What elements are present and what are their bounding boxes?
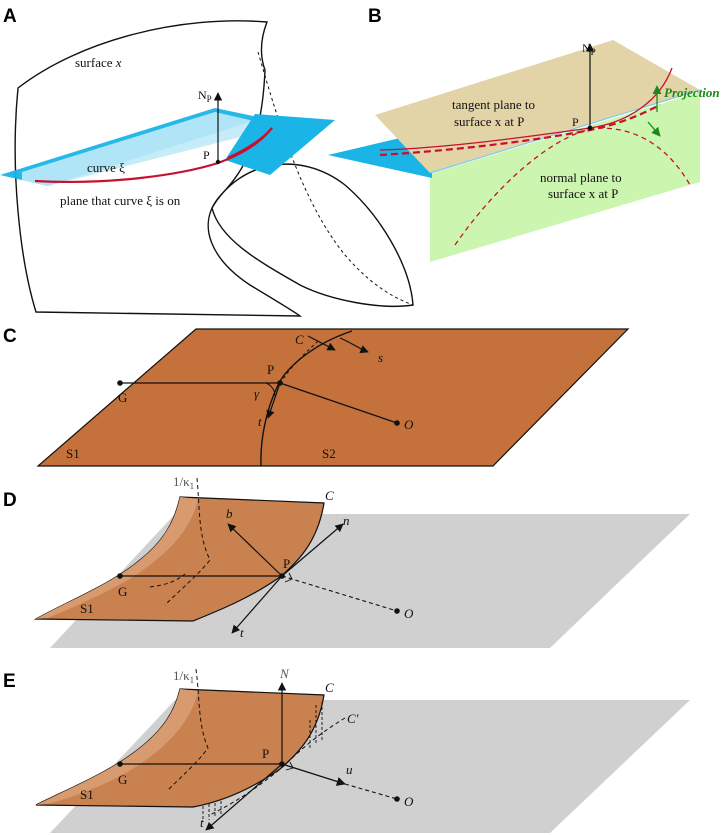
point-p-d — [279, 573, 285, 579]
right-angle-e — [285, 761, 294, 771]
tangent-plane-label-1: tangent plane to — [452, 97, 535, 112]
point-p-c — [277, 380, 283, 386]
panel-e: E 1/κ1 N C C′ P G — [3, 666, 690, 833]
point-label-p-b: P — [572, 115, 579, 129]
gamma-label: γ — [254, 386, 260, 401]
point-label-g-d: G — [118, 584, 127, 599]
s2-label-c: S2 — [322, 446, 336, 461]
s1-label-c: S1 — [66, 446, 80, 461]
u-label: u — [346, 762, 353, 777]
point-p-dot — [215, 159, 221, 165]
tangent-curve — [379, 67, 673, 151]
projected-curve-dashed — [379, 104, 661, 157]
o-label-e: O — [404, 794, 414, 809]
projected-curve-c-prime — [209, 717, 346, 816]
line-p-o-d — [281, 575, 398, 612]
point-o-d — [394, 608, 400, 614]
panel-letter-a: A — [3, 6, 17, 27]
curve-label-d: C — [325, 488, 334, 503]
curve-xi-end — [227, 127, 273, 159]
panel-b: B NP P Projection tangent plane to surfa… — [328, 6, 720, 262]
projection-hatches — [202, 702, 323, 822]
n-label: n — [343, 513, 350, 528]
point-g-e — [117, 761, 123, 767]
normal-plane-label-2: surface x at P — [548, 186, 618, 201]
curve-prime-label: C′ — [347, 711, 359, 726]
point-label-p: P — [203, 148, 210, 162]
panel-d: D 1/κ1 C b n P G S1 t O — [3, 474, 690, 648]
point-label-p-e: P — [262, 746, 269, 761]
panel-letter-c: C — [3, 326, 17, 347]
curve-plane-inner — [22, 112, 260, 186]
tangent-plane-label-2: surface x at P — [454, 114, 524, 129]
radius-curve-d — [164, 477, 211, 606]
tangent-plane — [375, 40, 700, 173]
vector-n — [281, 523, 344, 577]
plane-c — [36, 328, 630, 467]
point-p-e — [279, 761, 285, 767]
point-g-d — [117, 573, 123, 579]
surface-label: surface x — [75, 55, 122, 70]
s1-label-d: S1 — [80, 601, 94, 616]
panel-letter-b: B — [368, 6, 382, 27]
o-label-c: O — [404, 417, 414, 432]
boundary-curve — [260, 330, 353, 467]
normal-label-np: NP — [198, 88, 212, 104]
radius-label-e: 1/κ1 — [173, 668, 194, 685]
point-label-g-e: G — [118, 772, 127, 787]
o-label-d: O — [404, 606, 414, 621]
curve-label: curve ξ — [87, 160, 125, 175]
point-g — [117, 380, 123, 386]
t-label-c: t — [258, 414, 262, 429]
vector-t-d — [231, 575, 283, 634]
point-label-p-d: P — [283, 556, 290, 571]
vector-t-e — [205, 763, 283, 831]
panel-letter-e: E — [3, 671, 16, 692]
normal-plane — [430, 92, 700, 262]
panel-c: C C s P G γ t O S1 S2 — [3, 326, 630, 467]
sheet-highlight-e — [36, 689, 198, 805]
gamma-arc — [265, 382, 276, 397]
radius-curve-e — [167, 668, 209, 791]
projection-arrow-down — [647, 121, 661, 137]
tangent-t — [266, 382, 281, 419]
t-label-d: t — [240, 625, 244, 640]
point-o — [394, 420, 400, 426]
point-label-p-c: P — [267, 362, 274, 377]
arrow-s — [339, 337, 369, 354]
s1-label-e: S1 — [80, 787, 94, 802]
vector-b — [227, 523, 283, 577]
curve-plane-right — [225, 114, 335, 175]
right-angle-d — [284, 572, 293, 583]
b-label: b — [226, 506, 233, 521]
line-p-o — [279, 382, 398, 424]
radius-curve-d-lower — [149, 573, 186, 588]
radius-label-d: 1/κ1 — [173, 474, 194, 491]
normal-label-n-e: N — [279, 666, 290, 681]
curve-plane-b — [328, 138, 432, 178]
normal-plane-label-1: normal plane to — [540, 170, 622, 185]
curve-label-e: C — [325, 680, 334, 695]
curve-label-c: C — [295, 332, 304, 347]
point-label-g: G — [118, 390, 127, 405]
t-label-e: t — [200, 815, 204, 830]
line-u-o-e — [344, 783, 398, 800]
normal-label-np-b: NP — [582, 41, 596, 57]
sheet-highlight-d — [36, 497, 198, 619]
plane-label: plane that curve ξ is on — [60, 193, 181, 208]
point-p-dot-b — [587, 125, 593, 131]
surface-lobe — [211, 163, 414, 307]
projection-label: Projection — [664, 85, 720, 100]
arc-label-s: s — [378, 350, 383, 365]
arrow-c — [307, 335, 336, 351]
panel-a: A surface x NP P curve ξ plane that curv… — [0, 6, 414, 317]
surface-hidden-edge — [257, 51, 414, 306]
panel-letter-d: D — [3, 490, 17, 511]
point-o-e — [394, 796, 400, 802]
